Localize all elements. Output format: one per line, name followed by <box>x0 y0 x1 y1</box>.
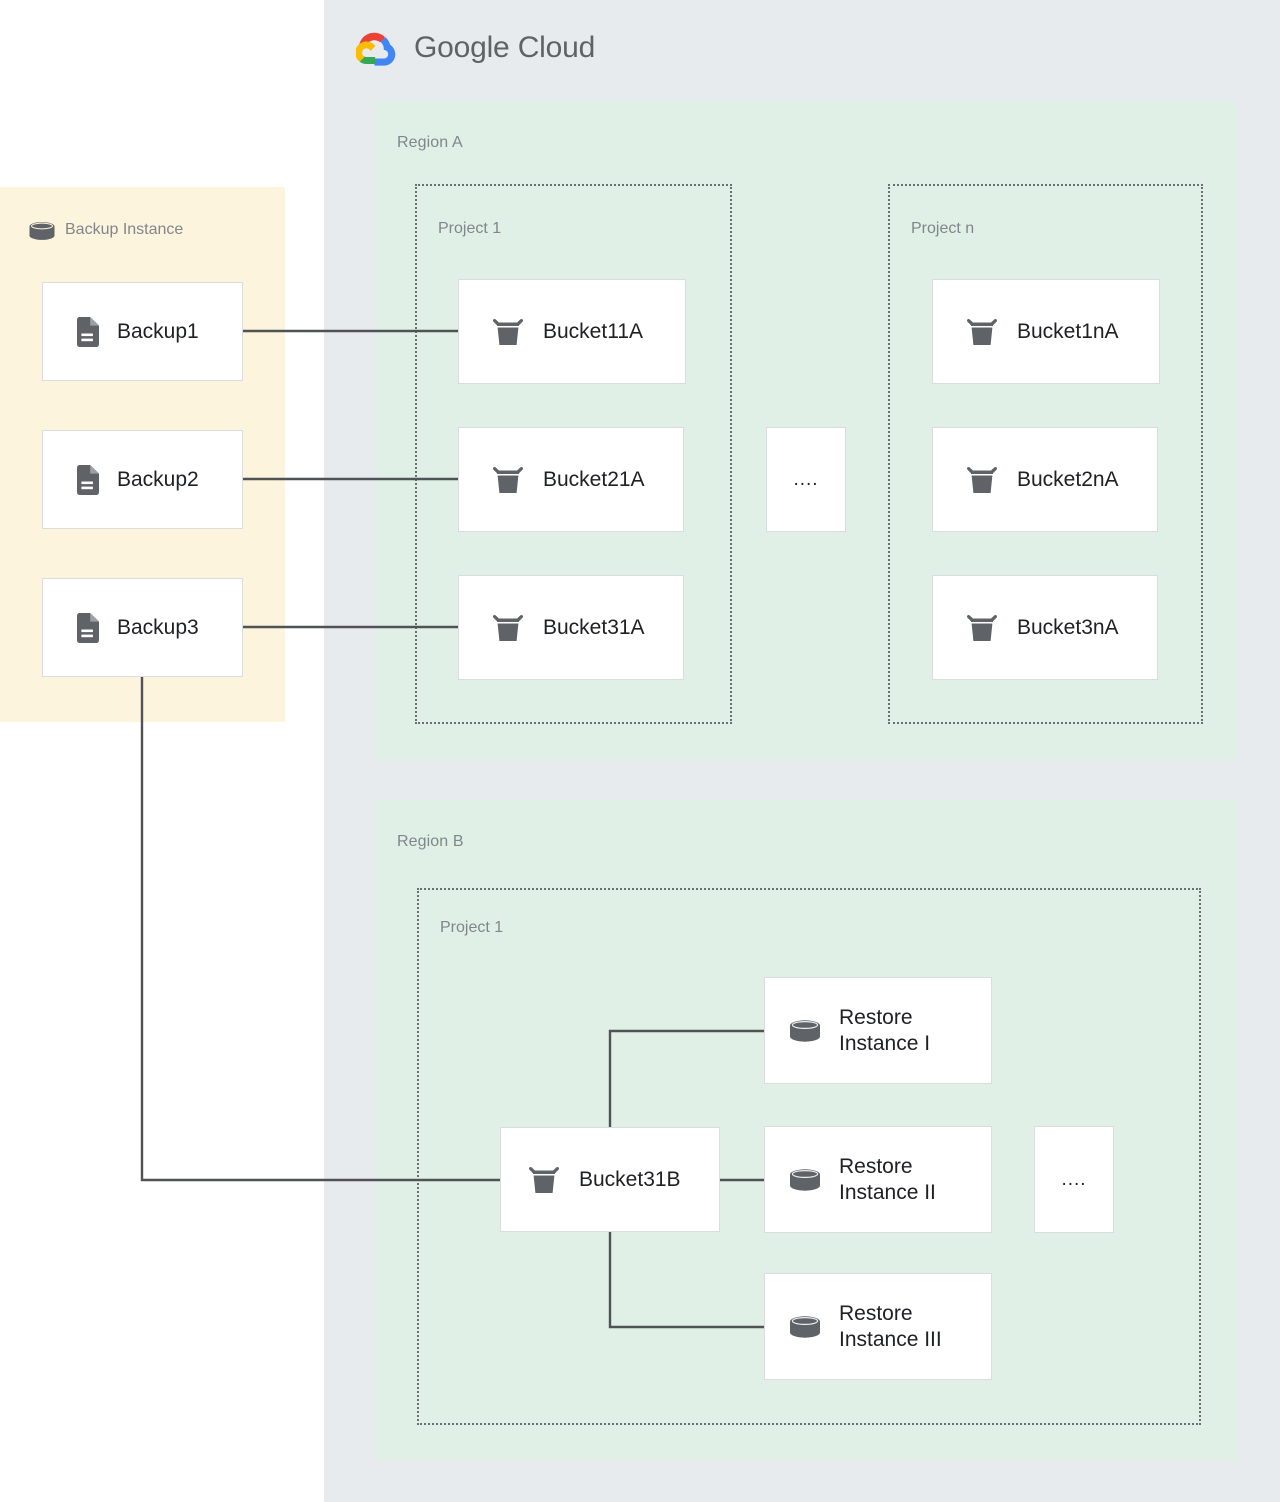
bucket-icon <box>527 1164 561 1196</box>
document-icon <box>75 316 101 348</box>
node-backup2[interactable]: Backup2 <box>42 430 243 529</box>
node-bucket31a[interactable]: Bucket31A <box>458 575 684 680</box>
node-bucket3na[interactable]: Bucket3nA <box>932 575 1158 680</box>
node-bucket31b[interactable]: Bucket31B <box>500 1127 720 1232</box>
node-restore-instance-2[interactable]: Restore Instance II <box>764 1126 992 1233</box>
node-label: Bucket31A <box>543 615 645 639</box>
brand-name-light: Cloud <box>517 31 596 64</box>
bucket-icon <box>965 612 999 644</box>
region-a-label: Region A <box>397 134 463 151</box>
node-label: Restore Instance II <box>839 1154 936 1204</box>
database-cylinder-icon <box>787 1017 823 1045</box>
node-label: Bucket31B <box>579 1167 681 1191</box>
node-bucket2na[interactable]: Bucket2nA <box>932 427 1158 532</box>
node-label: Backup1 <box>117 319 199 343</box>
brand-name-bold: Google <box>414 31 510 64</box>
node-label: Restore Instance III <box>839 1301 942 1351</box>
region-a-project-n-container <box>888 184 1203 724</box>
document-icon <box>75 612 101 644</box>
brand-text: Google Cloud <box>414 31 595 65</box>
node-backup1[interactable]: Backup1 <box>42 282 243 381</box>
node-label: Bucket11A <box>543 319 644 343</box>
node-bucket1na[interactable]: Bucket1nA <box>932 279 1160 384</box>
region-b-project-1-label: Project 1 <box>440 919 504 936</box>
database-cylinder-icon <box>787 1166 823 1194</box>
database-cylinder-icon <box>787 1313 823 1341</box>
node-bucket21a[interactable]: Bucket21A <box>458 427 684 532</box>
region-b-label: Region B <box>397 833 464 850</box>
bucket-icon <box>491 316 525 348</box>
node-backup3[interactable]: Backup3 <box>42 578 243 677</box>
region-a-project-1-label: Project 1 <box>438 220 502 237</box>
node-bucket11a[interactable]: Bucket11A <box>458 279 686 384</box>
node-label: Bucket1nA <box>1017 319 1119 343</box>
node-label: Bucket2nA <box>1017 467 1119 491</box>
node-label: Restore Instance I <box>839 1005 931 1055</box>
region-a-project-n-label: Project n <box>911 220 975 237</box>
node-label: Bucket21A <box>543 467 645 491</box>
bucket-icon <box>965 316 999 348</box>
bucket-icon <box>965 464 999 496</box>
google-cloud-brand: Google Cloud <box>356 28 595 68</box>
bucket-icon <box>491 464 525 496</box>
region-a-ellipsis-box: .... <box>766 427 846 532</box>
backup-instance-title: Backup Instance <box>65 221 184 238</box>
document-icon <box>75 464 101 496</box>
node-restore-instance-1[interactable]: Restore Instance I <box>764 977 992 1084</box>
node-label: Backup3 <box>117 615 199 639</box>
node-restore-instance-3[interactable]: Restore Instance III <box>764 1273 992 1380</box>
google-cloud-logo-icon <box>356 32 396 66</box>
node-label: Bucket3nA <box>1017 615 1119 639</box>
region-b-ellipsis-box: .... <box>1034 1126 1114 1233</box>
region-a-project-1-container <box>415 184 732 724</box>
database-cylinder-icon <box>27 219 57 248</box>
node-label: Backup2 <box>117 467 199 491</box>
bucket-icon <box>491 612 525 644</box>
